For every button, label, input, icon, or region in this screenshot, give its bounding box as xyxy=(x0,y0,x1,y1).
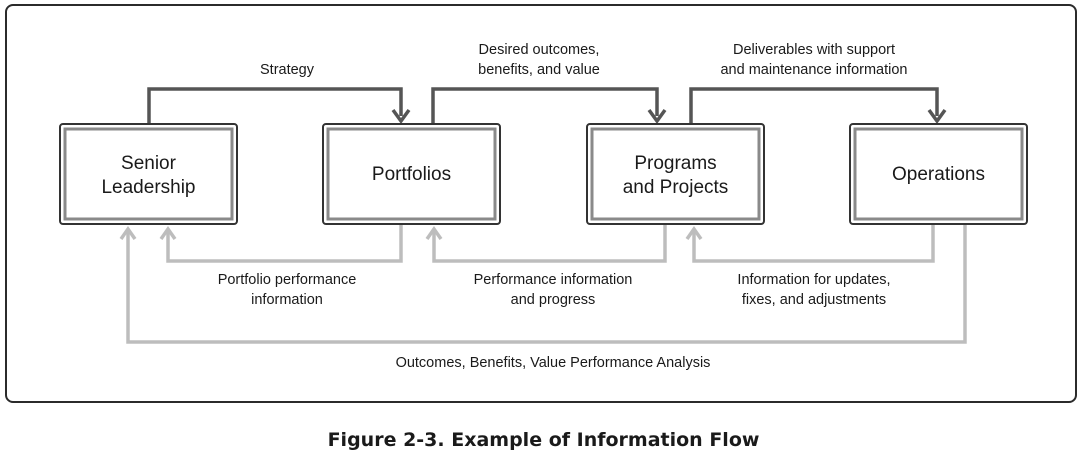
label-updates-fixes-line-2: fixes, and adjustments xyxy=(742,292,886,308)
label-portfolio-performance-line-1: Portfolio performance xyxy=(218,272,357,288)
label-deliverables-line-2: and maintenance information xyxy=(720,62,907,78)
node-programs-projects-line-1: Programs xyxy=(634,153,716,174)
node-senior-leadership-line-1: Senior xyxy=(121,153,177,174)
forward-arrows xyxy=(147,87,947,124)
figure-caption: Figure 2-3. Example of Information Flow xyxy=(327,429,760,451)
arrowhead-outcomes-analysis xyxy=(119,225,137,241)
label-desired-outcomes-line-2: benefits, and value xyxy=(478,62,600,78)
label-portfolio-performance-line-2: information xyxy=(251,292,323,308)
arrow-updates-fixes xyxy=(692,224,935,263)
arrowhead-updates-fixes xyxy=(685,225,703,241)
node-operations-line-1: Operations xyxy=(892,164,985,185)
arrow-performance-progress xyxy=(432,224,667,263)
arrow-strategy xyxy=(147,87,403,124)
arrow-outcomes-analysis xyxy=(126,224,967,344)
arrowhead-strategy xyxy=(391,108,411,124)
feedback-arrows xyxy=(119,224,967,344)
node-senior-leadership-line-2: Leadership xyxy=(101,177,195,198)
arrow-portfolio-performance xyxy=(166,224,403,263)
label-strategy: Strategy xyxy=(260,62,315,78)
label-updates-fixes-line-1: Information for updates, xyxy=(737,272,890,288)
arrowhead-portfolio-performance xyxy=(159,225,177,241)
diagram-frame xyxy=(5,4,1077,403)
arrowhead-performance-progress xyxy=(425,225,443,241)
arrowhead-deliverables xyxy=(927,108,947,124)
label-deliverables-line-1: Deliverables with support xyxy=(733,42,895,58)
label-performance-progress-line-1: Performance information xyxy=(474,272,633,288)
label-desired-outcomes-line-1: Desired outcomes, xyxy=(479,42,600,58)
arrow-deliverables xyxy=(689,87,939,124)
arrowhead-desired-outcomes xyxy=(647,108,667,124)
node-portfolios-line-1: Portfolios xyxy=(372,164,451,185)
node-programs-projects: Programs and Projects xyxy=(586,123,765,225)
label-outcomes-analysis: Outcomes, Benefits, Value Performance An… xyxy=(396,355,711,371)
arrow-desired-outcomes xyxy=(431,87,659,124)
node-operations: Operations xyxy=(849,123,1028,225)
node-senior-leadership: Senior Leadership xyxy=(59,123,238,225)
label-performance-progress-line-2: and progress xyxy=(511,292,596,308)
node-portfolios: Portfolios xyxy=(322,123,501,225)
node-programs-projects-line-2: and Projects xyxy=(623,177,729,198)
flow-labels: Strategy Desired outcomes, benefits, and… xyxy=(218,42,908,371)
